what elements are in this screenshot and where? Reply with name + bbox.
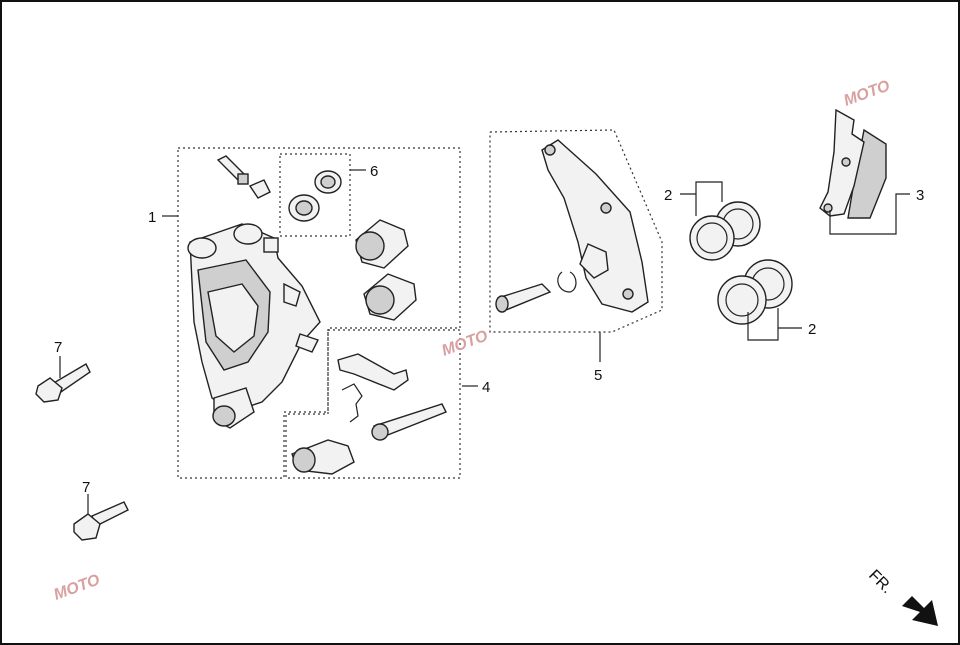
callout-3: 3	[916, 187, 924, 204]
bracket-pin	[495, 283, 552, 313]
callout-5: 5	[594, 367, 602, 384]
caliper-bracket	[541, 139, 649, 313]
brake-pad	[819, 108, 887, 219]
mounting-bolt-upper	[35, 363, 91, 403]
watermark-center: MOTO	[440, 327, 491, 359]
piston-seal-set-lower	[717, 259, 793, 325]
arrow-down-right-icon	[902, 596, 938, 626]
callout-4: 4	[482, 379, 490, 396]
circlip	[557, 271, 577, 293]
callout-2-upper: 2	[664, 187, 672, 204]
caliper-piston-lower	[363, 273, 417, 321]
piston-seal-set-upper	[689, 201, 761, 261]
retaining-clip	[341, 383, 363, 423]
callout-1: 1	[148, 209, 156, 226]
mounting-bolt-lower	[73, 501, 129, 541]
pad-pin	[371, 403, 447, 441]
pad-spring	[337, 353, 409, 391]
callout-2-lower: 2	[808, 321, 816, 338]
callout-7-upper: 7	[54, 339, 62, 356]
bleeder-valve	[216, 155, 271, 199]
group-outline-pin-kit	[285, 329, 461, 479]
rubber-boot	[291, 439, 355, 475]
callout-7-lower: 7	[82, 479, 90, 496]
group-outline-seals	[279, 153, 351, 237]
group-outline-caliper	[177, 147, 461, 479]
dust-seal	[288, 194, 320, 222]
direction-label: FR.	[865, 567, 895, 597]
watermark-bottom-left: MOTO	[52, 571, 103, 603]
caliper-body	[187, 223, 321, 429]
callout-6: 6	[370, 163, 378, 180]
group-outline-bracket	[489, 129, 663, 333]
caliper-piston-upper	[355, 219, 409, 269]
piston-seal	[314, 170, 342, 194]
watermark-top-right: MOTO	[842, 77, 893, 109]
